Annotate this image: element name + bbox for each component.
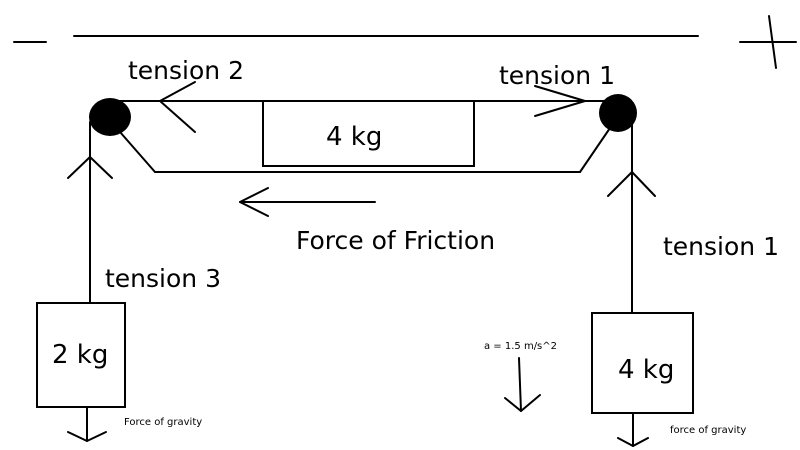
left-block-mass-label: 2 kg xyxy=(52,340,108,370)
gravity-right-label: force of gravity xyxy=(670,425,746,436)
tension-1-right-arrowhead xyxy=(607,171,656,197)
table-right-leg xyxy=(579,127,611,173)
gravity-left-label: Force of gravity xyxy=(124,417,202,428)
tension-1-right-label: tension 1 xyxy=(663,232,779,261)
right-block-mass-label: 4 kg xyxy=(618,355,674,385)
gravity-right-arrowhead xyxy=(617,437,649,447)
tension-2-label: tension 2 xyxy=(128,56,244,85)
table-block-4kg xyxy=(262,100,475,167)
positive-sign-vertical xyxy=(768,15,777,69)
tension-3-label: tension 3 xyxy=(105,264,221,293)
acceleration-label: a = 1.5 m/s^2 xyxy=(484,341,557,352)
tension-2-arrowhead xyxy=(159,81,196,133)
right-pulley xyxy=(599,94,637,132)
right-block-4kg xyxy=(591,312,694,414)
tension-3-arrowhead xyxy=(67,156,113,179)
table-block-mass-label: 4 kg xyxy=(326,122,382,152)
tension-1-arrowhead xyxy=(534,85,586,117)
gravity-left-arrowhead xyxy=(67,431,107,442)
table-left-leg xyxy=(119,131,156,173)
friction-arrowhead xyxy=(239,187,269,217)
acceleration-arrowhead xyxy=(504,394,541,412)
force-of-friction-label: Force of Friction xyxy=(296,226,495,255)
tension-1-top-label: tension 1 xyxy=(499,61,615,90)
left-block-2kg xyxy=(36,302,126,408)
acceleration-arrow-shaft xyxy=(518,357,522,412)
left-pulley xyxy=(89,98,131,136)
